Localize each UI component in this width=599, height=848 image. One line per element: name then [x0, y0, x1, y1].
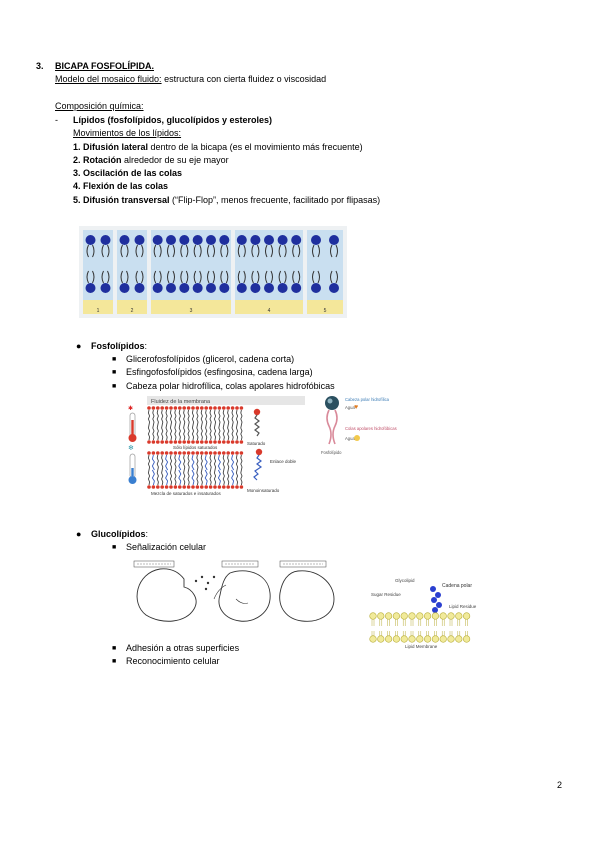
movement-panel: 1	[83, 230, 113, 314]
section-title: BICAPA FOSFOLÍPIDA.	[55, 61, 154, 71]
movement-name: 5. Difusión transversal	[73, 195, 170, 205]
movement-desc: dentro de la bicapa (es el movimiento má…	[148, 142, 363, 152]
list-item: Esfingofosfolípidos (esfingosina, cadena…	[126, 367, 313, 377]
colon: :	[144, 341, 148, 351]
panel-number: 1	[97, 308, 100, 314]
label-mixture: Mezcla de saturados e insaturados	[151, 491, 222, 496]
movement-item: 4. Flexión de las colas	[73, 181, 168, 192]
label-phospholipid: Fosfolípido	[321, 450, 342, 455]
movement-item: 1. Difusión lateral dentro de la bicapa …	[73, 142, 363, 153]
sketch-box-2	[221, 560, 259, 568]
label-water-2: Agua	[345, 436, 355, 441]
svg-text:✱: ✱	[128, 405, 133, 412]
movement-desc: alrededor de su eje mayor	[121, 155, 229, 165]
colon: :	[145, 529, 149, 539]
sad-face-icon	[354, 435, 360, 441]
square-bullet-icon: ■	[112, 356, 117, 363]
label-saturated: Saturado	[247, 441, 266, 446]
fluidity-title: Fluidez de la membrana	[151, 399, 211, 405]
section-number: 3.	[36, 61, 44, 71]
list-item: Señalización celular	[126, 542, 207, 552]
movement-item: 3. Oscilación de las colas	[73, 168, 182, 179]
bullet-dot-icon: ●	[76, 341, 82, 351]
movement-name: 4. Flexión de las colas	[73, 181, 169, 191]
list-item: Adhesión a otras superficies	[126, 643, 240, 653]
sugar-chain-icon	[430, 586, 442, 613]
page-number: 2	[557, 780, 563, 790]
glycolipid-figure: Glycolipid Cadena polar Sugar Residue Li…	[369, 578, 477, 649]
model-label: Modelo del mosaico fluido:	[55, 74, 162, 84]
label-water-1: Agua	[345, 405, 355, 410]
panel-number: 3	[190, 308, 193, 314]
movement-name: 1. Difusión lateral	[73, 142, 149, 152]
sketch-box-1	[133, 560, 175, 568]
cell-3-outline	[279, 570, 335, 622]
saturated-lipid-icon	[253, 408, 261, 437]
movement-panel: 4	[235, 230, 303, 314]
lipid-movement-figure: 1 2 3 4 5	[79, 226, 347, 318]
square-bullet-icon: ■	[112, 544, 117, 551]
panel-number: 4	[268, 308, 271, 314]
membrane-fluidity-figure: Fluidez de la membrana ✱ ❄ Sólo lípidos …	[128, 396, 305, 496]
monounsaturated-lipid-icon	[253, 448, 263, 481]
label-sugar: Sugar Residue	[371, 592, 401, 597]
model-text: estructura con cierta fluidez o viscosid…	[161, 74, 327, 84]
list-item: Glicerofosfolípidos (glicerol, cadena co…	[126, 354, 295, 364]
square-bullet-icon: ■	[112, 658, 117, 665]
panel-number: 5	[324, 308, 327, 314]
phospholipids-label: Fosfolípidos	[91, 341, 145, 351]
svg-text:❄: ❄	[128, 444, 134, 452]
square-bullet-icon: ■	[112, 383, 117, 390]
movement-item: 2. Rotación alrededor de su eje mayor	[73, 155, 229, 166]
phospholipid-polarity-figure: Cabeza polar hidrofílica Agua ♥ Colas ap…	[321, 396, 397, 455]
square-bullet-icon: ■	[112, 369, 117, 376]
dash-bullet: -	[55, 115, 58, 125]
label-mono: Monoinsaturado	[247, 488, 280, 493]
thermometer-hot-icon: ✱	[128, 405, 137, 442]
label-saturated-only: Sólo lípidos saturados	[173, 445, 218, 450]
label-tails: Colas apolares hidrofóbicas	[345, 426, 397, 431]
movement-item: 5. Difusión transversal (“Flip-Flop”, me…	[73, 195, 380, 206]
list-item: Reconocimiento celular	[126, 656, 220, 666]
movement-desc: (“Flip-Flop”, menos frecuente, facilitad…	[169, 195, 381, 205]
lipids-line: Lípidos (fosfolípidos, glucolípidos y es…	[73, 115, 273, 125]
heart-icon: ♥	[354, 404, 358, 411]
movement-name: 3. Oscilación de las colas	[73, 168, 183, 178]
cell-1-outline	[136, 568, 197, 622]
label-bilayer: Lipid Membrane	[405, 644, 438, 649]
cell-signaling-figure	[133, 560, 335, 622]
composition-heading: Composición química:	[55, 101, 144, 111]
movement-panel: 5	[307, 230, 343, 314]
cell-2-outline	[218, 570, 271, 622]
panel-number: 2	[131, 308, 134, 314]
movement-panel: 2	[117, 230, 147, 314]
label-lipid: Lipid Residue	[449, 604, 477, 609]
label-double-bond: Enlace doble	[270, 459, 297, 464]
label-cadena-polar: Cadena polar	[442, 583, 472, 589]
model-line: Modelo del mosaico fluido: estructura co…	[55, 74, 326, 85]
glycolipids-label: Glucolípidos	[91, 529, 146, 539]
square-bullet-icon: ■	[112, 645, 117, 652]
list-item: Cabeza polar hidrofílica, colas apolares…	[126, 381, 335, 391]
movements-heading: Movimientos de los lípidos:	[73, 128, 182, 138]
phospholipids-heading: Fosfolípidos:	[91, 341, 147, 352]
movement-name: 2. Rotación	[73, 155, 122, 165]
glycolipids-heading: Glucolípidos:	[91, 529, 148, 540]
movement-panel: 3	[151, 230, 231, 314]
sketch-box-3	[279, 560, 327, 568]
label-glycolipid: Glycolipid	[395, 578, 415, 583]
label-head: Cabeza polar hidrofílica	[345, 397, 390, 402]
thermometer-cold-icon: ❄	[128, 444, 137, 484]
bullet-dot-icon: ●	[76, 529, 82, 539]
